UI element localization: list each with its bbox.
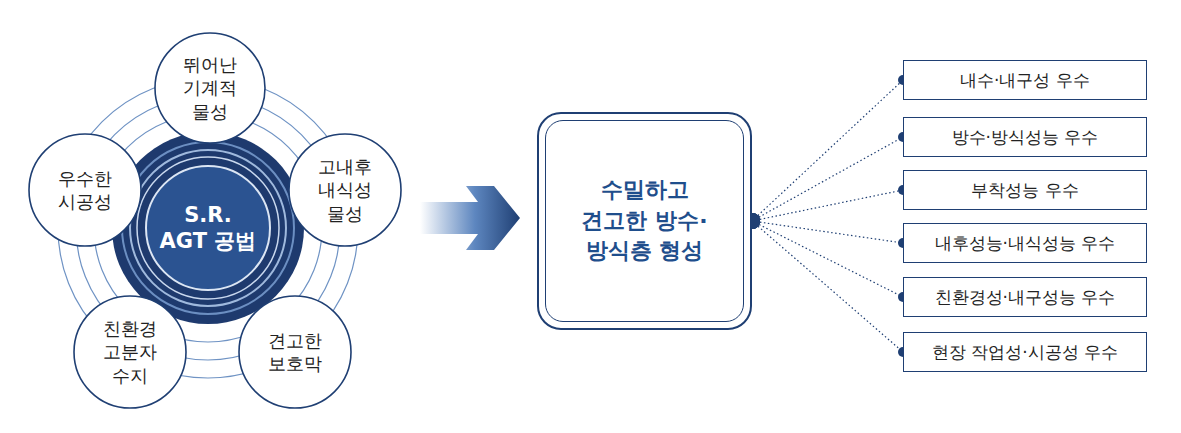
dotted-connector xyxy=(744,75,908,229)
inner-ring xyxy=(130,150,286,306)
property-circle: 우수한 시공성 xyxy=(28,133,142,247)
connector-line xyxy=(752,221,903,352)
node-text: 고내후 내식성 물성 xyxy=(313,155,377,225)
property-circle: 고내후 내식성 물성 xyxy=(288,133,402,247)
property-circle: 견고한 보호막 xyxy=(238,295,352,409)
method-core-circle: S.R. AGT 공법 xyxy=(145,165,271,291)
node-text: 내수·내구성 우수 xyxy=(960,69,1090,92)
circle-fill xyxy=(239,296,351,408)
circle-outline xyxy=(238,295,352,409)
dotted-connector xyxy=(744,132,908,229)
property-circle: 친환경 고분자 수지 xyxy=(73,295,187,409)
node-text: 수밀하고 견고한 방수·방식층 형성 xyxy=(579,175,711,267)
connector-line xyxy=(752,190,903,221)
circle-fill xyxy=(74,296,186,408)
benefit-box: 내수·내구성 우수 xyxy=(903,60,1147,100)
node-text: 방수·방식성능 우수 xyxy=(952,126,1099,149)
dark-disk xyxy=(112,132,304,324)
inner-ring xyxy=(137,157,279,299)
node-text: 내후성능·내식성능 우수 xyxy=(935,232,1116,255)
benefit-box: 현장 작업성·시공성 우수 xyxy=(903,332,1147,372)
dotted-connector xyxy=(744,213,908,248)
node-text: 친환경성·내구성능 우수 xyxy=(935,286,1116,309)
dotted-connector xyxy=(744,213,908,302)
node-text: 현장 작업성·시공성 우수 xyxy=(932,341,1118,364)
inner-ring xyxy=(122,142,294,314)
connector-line xyxy=(752,80,903,221)
dotted-connector xyxy=(744,213,908,357)
node-text: S.R. AGT 공법 xyxy=(158,202,258,255)
property-circle: 뛰어난 기계적 물성 xyxy=(154,32,266,144)
node-text: 친환경 고분자 수지 xyxy=(98,317,162,387)
circle-outline xyxy=(28,133,142,247)
benefit-box: 친환경성·내구성능 우수 xyxy=(903,277,1147,317)
circle-fill xyxy=(29,134,141,246)
circle-fill xyxy=(146,166,270,290)
node-text: 뛰어난 기계적 물성 xyxy=(178,53,242,123)
connector-line xyxy=(752,137,903,221)
connector-line xyxy=(752,221,903,297)
circle-outline xyxy=(145,165,271,291)
dotted-connector xyxy=(744,185,908,229)
benefit-box: 내후성능·내식성능 우수 xyxy=(903,223,1147,263)
benefit-box: 부착성능 우수 xyxy=(903,170,1147,210)
flow-arrow xyxy=(420,186,520,250)
benefit-box: 방수·방식성능 우수 xyxy=(903,117,1147,157)
result-box: 수밀하고 견고한 방수·방식층 형성 xyxy=(537,112,752,330)
node-text: 부착성능 우수 xyxy=(971,179,1078,202)
circle-fill xyxy=(155,33,265,143)
node-text: 우수한 시공성 xyxy=(53,167,117,214)
node-text: 견고한 보호막 xyxy=(263,329,327,376)
circle-fill xyxy=(289,134,401,246)
